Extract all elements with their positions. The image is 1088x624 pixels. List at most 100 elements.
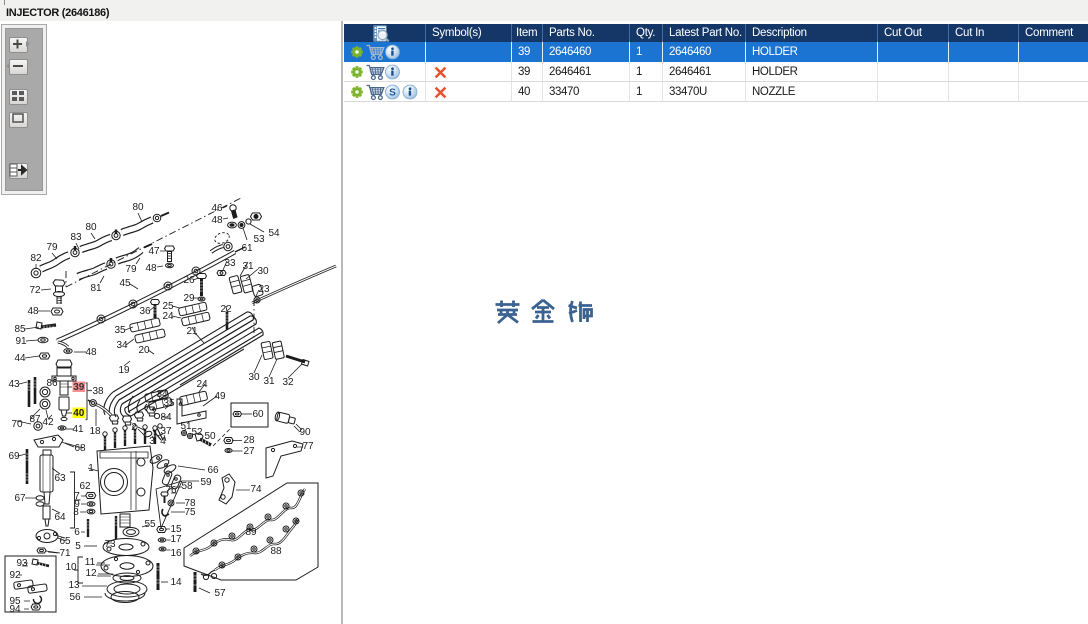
svg-text:79: 79	[46, 242, 58, 253]
svg-text:88: 88	[270, 546, 282, 557]
svg-text:79: 79	[125, 264, 137, 275]
svg-text:65: 65	[59, 536, 71, 547]
svg-text:17: 17	[170, 534, 182, 545]
svg-text:6: 6	[74, 527, 80, 538]
svg-text:45: 45	[119, 278, 131, 289]
svg-text:41: 41	[72, 424, 84, 435]
svg-text:27: 27	[243, 446, 255, 457]
svg-text:13: 13	[68, 580, 80, 591]
svg-text:83: 83	[70, 232, 82, 243]
svg-text:91: 91	[15, 336, 27, 347]
svg-text:9: 9	[74, 499, 80, 510]
svg-text:49: 49	[214, 391, 226, 402]
svg-text:50: 50	[204, 431, 216, 442]
svg-text:58: 58	[181, 481, 193, 492]
svg-text:93: 93	[16, 558, 28, 569]
svg-text:64: 64	[54, 512, 66, 523]
svg-text:89: 89	[245, 527, 257, 538]
svg-text:73: 73	[104, 539, 116, 550]
svg-text:78: 78	[184, 498, 196, 509]
svg-text:47: 47	[148, 246, 160, 257]
svg-text:76: 76	[165, 485, 177, 496]
svg-text:54: 54	[268, 228, 280, 239]
svg-text:48: 48	[211, 215, 223, 226]
svg-text:66: 66	[207, 465, 219, 476]
svg-text:24: 24	[196, 379, 208, 390]
svg-text:80: 80	[85, 222, 97, 233]
svg-text:82: 82	[30, 253, 42, 264]
svg-text:29: 29	[183, 293, 195, 304]
svg-text:25: 25	[162, 301, 174, 312]
svg-text:43: 43	[8, 379, 20, 390]
svg-text:1: 1	[88, 463, 94, 474]
svg-text:68: 68	[74, 443, 86, 454]
svg-text:74: 74	[250, 484, 262, 495]
svg-text:31: 31	[263, 376, 275, 387]
svg-text:8: 8	[73, 507, 79, 518]
svg-text:55: 55	[144, 519, 156, 530]
svg-text:60: 60	[252, 409, 264, 420]
svg-text:48: 48	[85, 347, 97, 358]
svg-text:34: 34	[156, 389, 168, 400]
svg-text:44: 44	[14, 353, 26, 364]
svg-text:4: 4	[160, 436, 166, 447]
svg-text:35: 35	[114, 325, 126, 336]
svg-text:67: 67	[14, 493, 26, 504]
svg-text:53: 53	[253, 234, 265, 245]
svg-text:63: 63	[54, 473, 66, 484]
svg-text:28: 28	[243, 435, 255, 446]
svg-text:7: 7	[74, 491, 80, 502]
svg-text:39: 39	[73, 382, 85, 393]
svg-text:18: 18	[89, 426, 101, 437]
svg-text:10: 10	[65, 562, 77, 573]
svg-text:3: 3	[149, 436, 155, 447]
svg-text:31: 31	[242, 261, 254, 272]
svg-text:69: 69	[8, 451, 20, 462]
svg-text:81: 81	[90, 283, 102, 294]
svg-text:12: 12	[85, 568, 97, 579]
svg-text:34: 34	[116, 340, 128, 351]
svg-text:84: 84	[160, 412, 172, 423]
svg-text:86: 86	[46, 378, 58, 389]
svg-text:75: 75	[184, 507, 196, 518]
svg-text:52: 52	[191, 427, 203, 438]
svg-text:48: 48	[27, 306, 39, 317]
svg-text:51: 51	[180, 421, 192, 432]
svg-text:24: 24	[162, 311, 174, 322]
svg-text:14: 14	[170, 577, 182, 588]
svg-text:35: 35	[163, 398, 175, 409]
svg-text:33: 33	[224, 258, 236, 269]
svg-text:40: 40	[73, 408, 85, 419]
svg-text:38: 38	[92, 386, 104, 397]
svg-text:71: 71	[59, 548, 71, 559]
svg-text:90: 90	[299, 427, 311, 438]
svg-text:94: 94	[9, 604, 21, 615]
svg-text:36: 36	[139, 306, 151, 317]
svg-text:30: 30	[248, 372, 260, 383]
svg-text:59: 59	[200, 477, 212, 488]
svg-text:87: 87	[29, 414, 41, 425]
svg-text:19: 19	[118, 365, 130, 376]
svg-text:85: 85	[14, 324, 26, 335]
svg-text:20: 20	[138, 345, 150, 356]
svg-text:61: 61	[241, 243, 253, 254]
svg-text:16: 16	[170, 548, 182, 559]
svg-text:72: 72	[29, 285, 41, 296]
svg-text:23: 23	[258, 284, 270, 295]
svg-text:70: 70	[11, 419, 23, 430]
svg-text:21: 21	[186, 326, 198, 337]
svg-text:26: 26	[183, 275, 195, 286]
svg-text:92: 92	[9, 570, 21, 581]
svg-text:5: 5	[75, 541, 81, 552]
svg-text:2: 2	[131, 422, 137, 433]
svg-text:62: 62	[79, 481, 91, 492]
svg-text:15: 15	[170, 524, 182, 535]
svg-text:77: 77	[302, 441, 314, 452]
svg-text:57: 57	[214, 588, 226, 599]
svg-text:11: 11	[85, 557, 96, 568]
svg-text:32: 32	[282, 377, 294, 388]
svg-text:37: 37	[160, 426, 172, 437]
svg-text:22: 22	[220, 304, 232, 315]
svg-text:46: 46	[211, 203, 223, 214]
svg-text:95: 95	[9, 596, 21, 607]
